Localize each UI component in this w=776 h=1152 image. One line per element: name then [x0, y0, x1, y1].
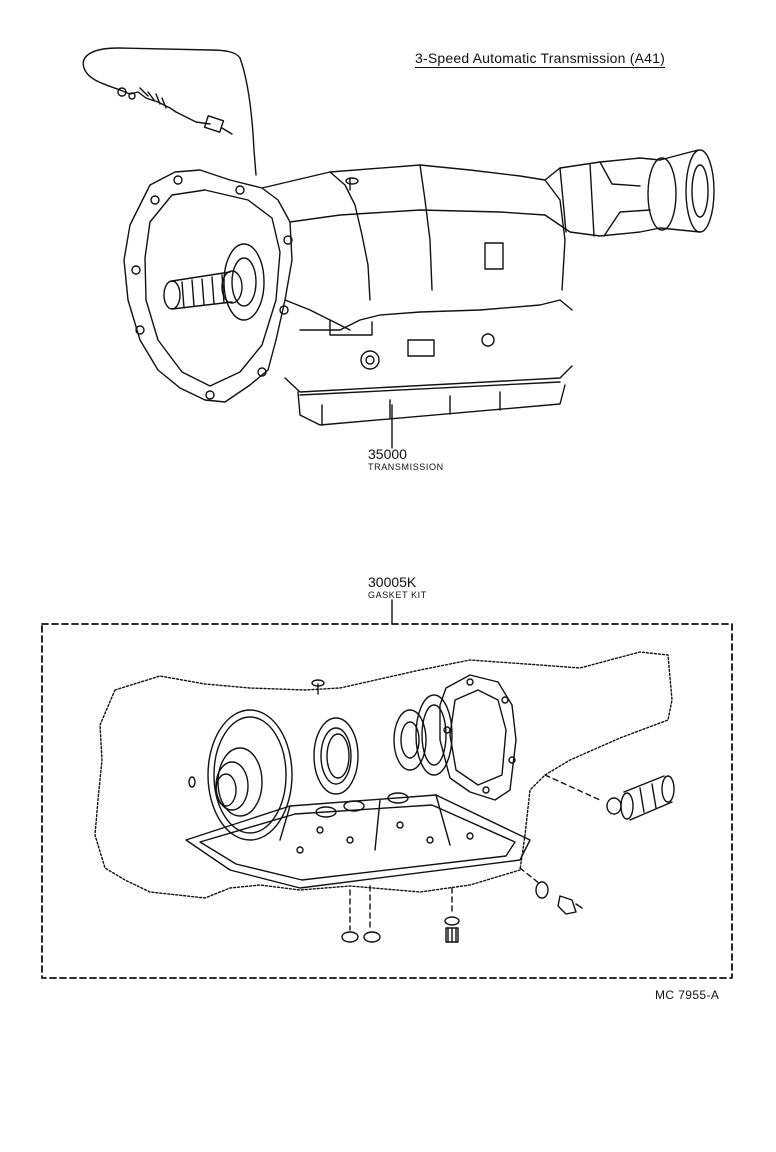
- main-case: [261, 164, 573, 370]
- pump-seals: [393, 694, 453, 776]
- oil-pan: [284, 365, 573, 426]
- part-description-transmission: TRANSMISSION: [368, 462, 444, 472]
- extension-housing: [544, 149, 715, 237]
- oil-seal: [313, 717, 359, 795]
- figure-code: MC 7955-A: [655, 988, 720, 1002]
- throttle-cable: [82, 47, 257, 176]
- piston-seals: [188, 709, 293, 841]
- input-shaft: [163, 243, 265, 321]
- gasket-kit-illustration: [41, 599, 733, 979]
- extension-housing-gasket: [439, 674, 517, 801]
- part-number-transmission: 35000: [368, 446, 407, 462]
- part-number-gasket-kit: 30005K: [368, 574, 417, 590]
- small-seals-and-plugs: [341, 774, 675, 943]
- kit-boundary: [41, 623, 733, 979]
- diagram-title: 3-Speed Automatic Transmission (A41): [415, 50, 665, 68]
- valve-body-gasket: [185, 792, 531, 889]
- part-description-gasket-kit: GASKET KIT: [368, 590, 427, 600]
- transmission-assembly-illustration: [82, 47, 715, 449]
- bellhousing: [123, 169, 293, 403]
- ghost-transmission-outline: [94, 651, 673, 899]
